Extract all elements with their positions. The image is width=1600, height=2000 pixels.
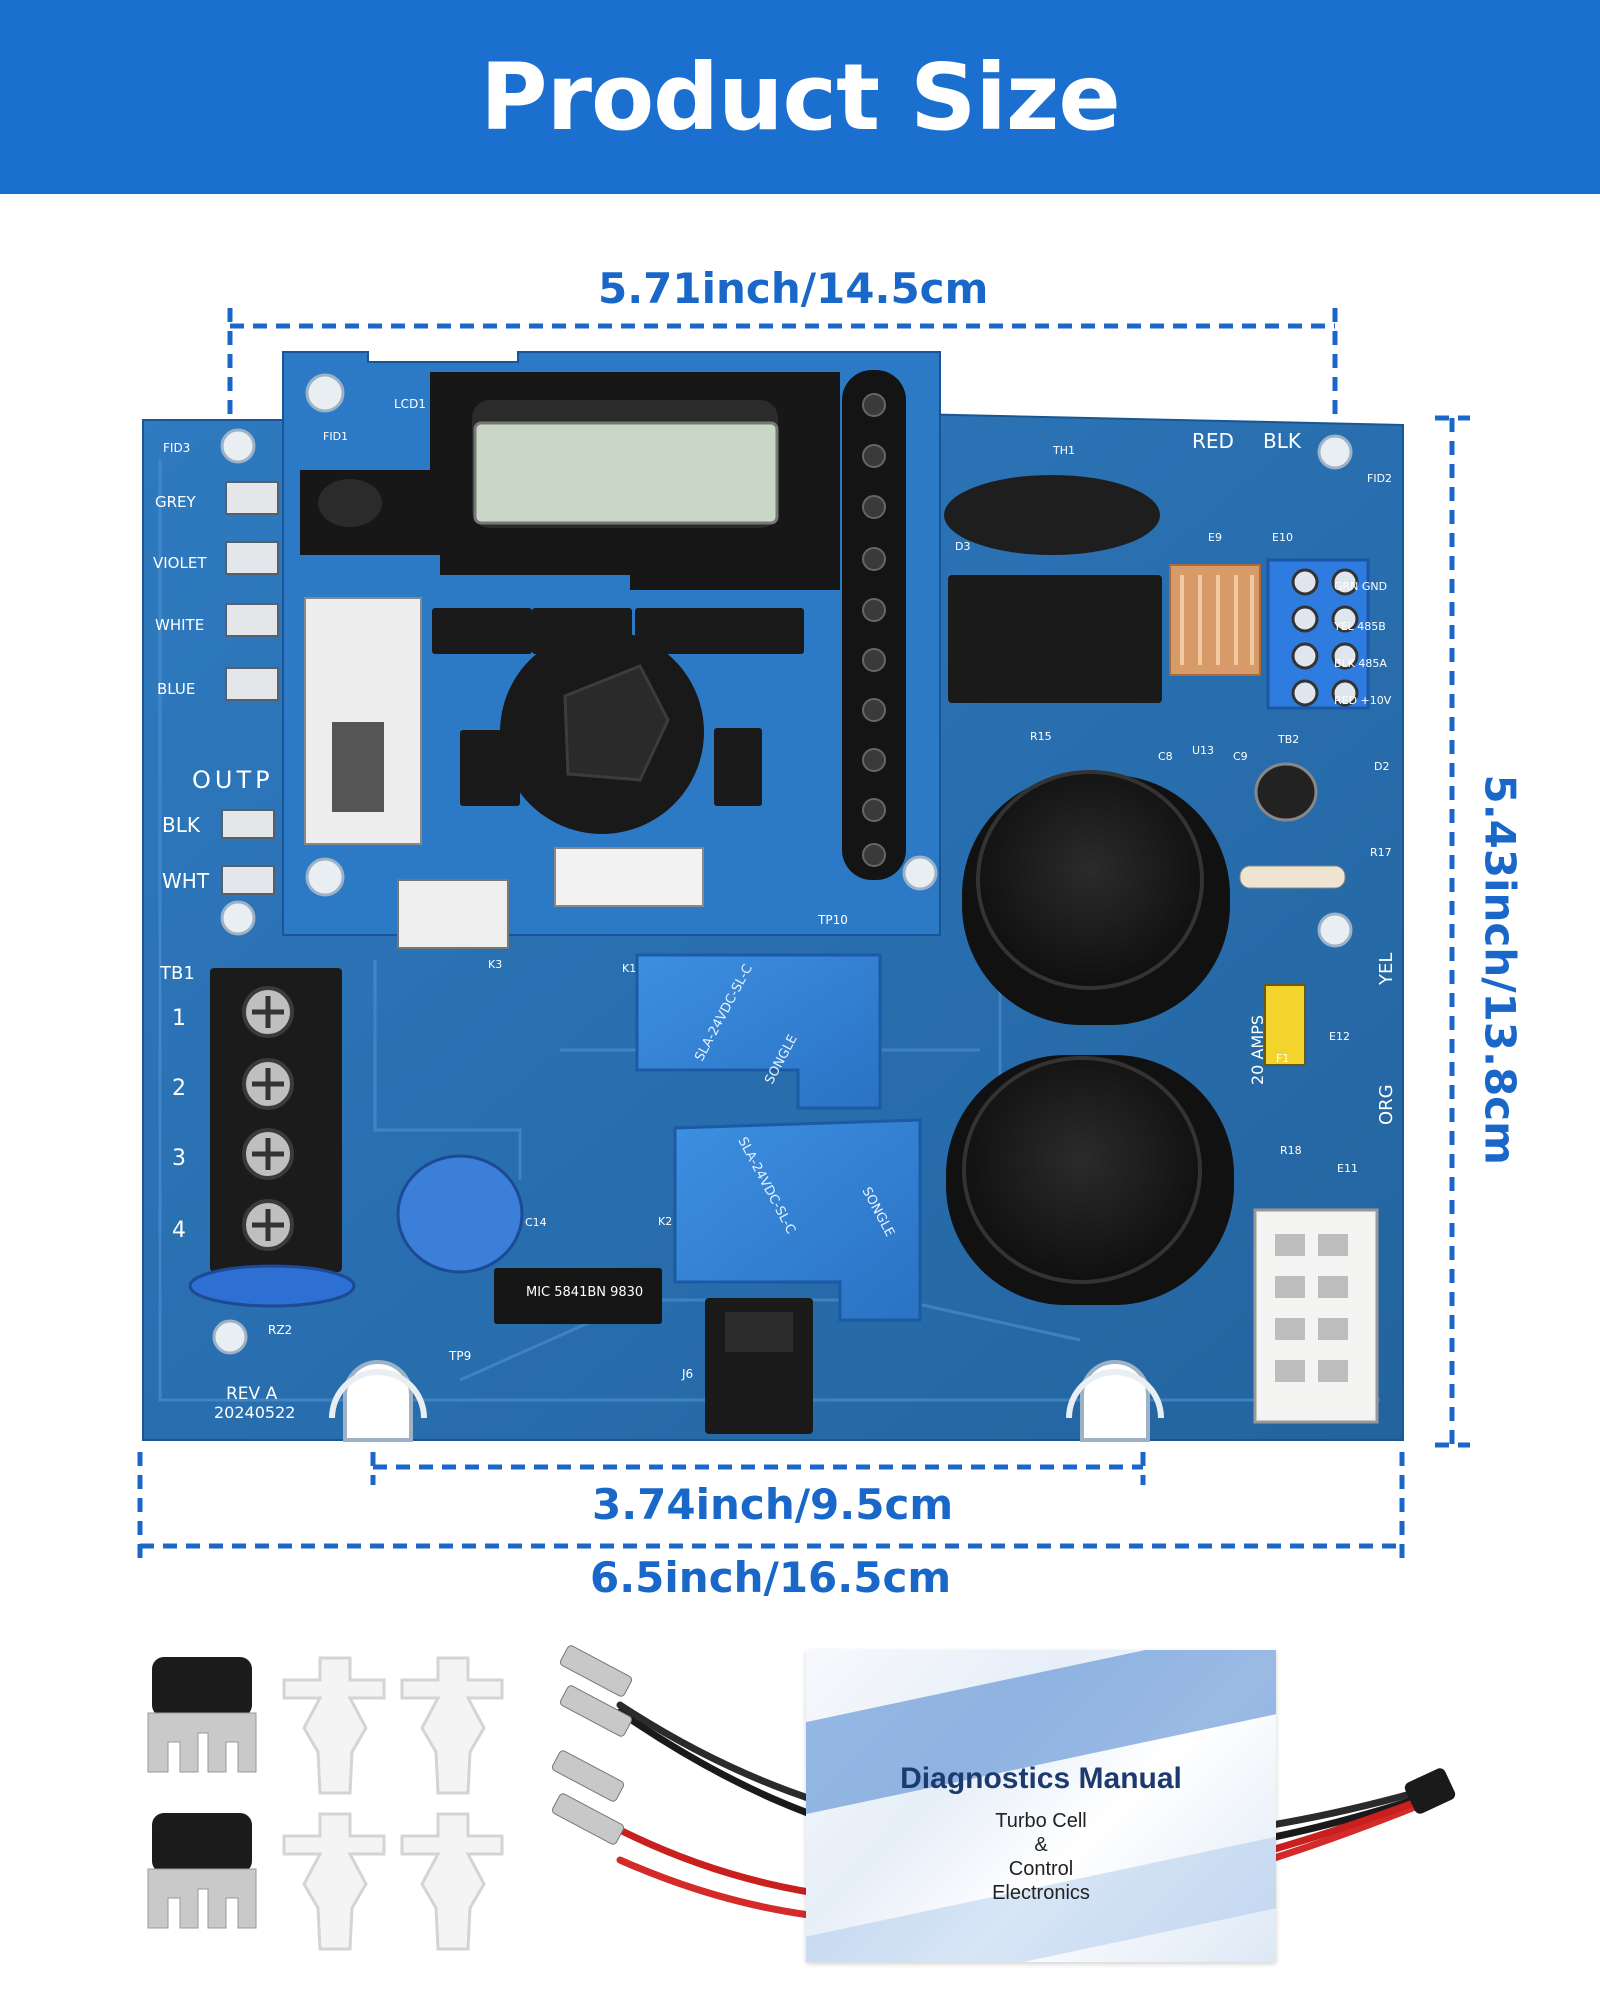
header-banner: Product Size [0,0,1600,194]
tb1-terminal-block [210,968,342,1272]
dimension-top-width: 5.71inch/14.5cm [598,264,989,313]
label-tp9: TP9 [448,1349,471,1363]
label-yel: YEL [1376,953,1397,986]
label-grn-gnd: GRN GND [1334,580,1387,593]
label-outp: OUTP [192,766,274,794]
label-c14: C14 [525,1216,547,1229]
label-org: ORG [1376,1084,1397,1125]
label-d3: D3 [955,540,970,553]
label-rev: REV A [226,1384,278,1404]
label-lcd1: LCD1 [394,397,426,411]
label-e11: E11 [1337,1162,1358,1175]
label-blk485a: BLK 485A [1334,657,1387,670]
display-daughter-board [282,351,941,949]
label-ic: MIC 5841BN 9830 [526,1285,643,1300]
label-blue: BLUE [157,680,195,698]
label-u13: U13 [1192,744,1214,757]
label-date: 20240522 [214,1403,295,1422]
dimension-right-height: 5.43inch/13.8cm [1475,774,1525,1165]
label-e12: E12 [1329,1030,1350,1043]
label-grey: GREY [155,493,197,511]
label-c9: C9 [1233,750,1248,763]
label-th1: TH1 [1052,444,1075,457]
dimension-hole-spacing: 3.74inch/9.5cm [592,1480,954,1529]
label-r18: R18 [1280,1144,1302,1157]
manual-title: Diagnostics Manual [900,1762,1182,1795]
label-j6: J6 [681,1367,693,1381]
label-fid3: FID3 [163,441,190,455]
label-d2: D2 [1374,760,1389,773]
label-red10v: RED +10V [1334,694,1392,707]
manual-line-2: & [1034,1834,1048,1856]
label-r17: R17 [1370,846,1392,859]
manual-line-3: Control [1008,1858,1074,1880]
label-t2: 2 [172,1076,186,1101]
diagnostics-manual: Diagnostics Manual Turbo Cell & Control … [806,1650,1276,1962]
label-red: RED [1192,429,1234,453]
label-white: WHITE [155,616,204,634]
manual-line-4: Electronics [992,1882,1090,1904]
manual-line-1: Turbo Cell [995,1810,1087,1832]
label-tp10: TP10 [817,913,848,927]
relay-k1 [635,953,882,1110]
dimension-lines [137,308,1470,1560]
label-f1: F1 [1276,1052,1289,1065]
label-fid2: FID2 [1367,472,1392,485]
label-violet: VIOLET [153,554,207,572]
label-t1: 1 [172,1006,186,1031]
lcd-screen [473,421,779,525]
label-tb1: TB1 [159,963,195,984]
label-blk2: BLK [1263,429,1302,453]
label-fid1: FID1 [323,430,348,443]
wire-terminals [551,1645,1456,1845]
capacitor-lower [946,1055,1234,1305]
label-rz2: RZ2 [268,1323,292,1337]
label-e9: E9 [1208,531,1222,544]
page-title: Product Size [480,43,1121,151]
label-t4: 4 [172,1218,186,1243]
capacitor-upper [962,770,1230,1025]
jumper-clips [147,1657,257,1929]
label-c8: C8 [1158,750,1173,763]
plastic-standoffs [282,1656,504,1951]
label-yel485b: YEL 485B [1333,620,1386,633]
label-k1: K1 [622,962,636,975]
dimension-total-width: 6.5inch/16.5cm [590,1553,952,1602]
label-r15: R15 [1030,730,1052,743]
label-e10: E10 [1272,531,1293,544]
label-t3: 3 [172,1146,186,1171]
relay-k2 [673,1118,922,1322]
manual-decor-stripe [806,1650,1276,1824]
label-blk: BLK [162,813,201,837]
label-k3: K3 [488,958,502,971]
label-wht: WHT [162,869,210,893]
label-tb2: TB2 [1277,733,1299,746]
label-amps: 20 AMPS [1248,1015,1267,1085]
label-k2: K2 [658,1215,672,1228]
